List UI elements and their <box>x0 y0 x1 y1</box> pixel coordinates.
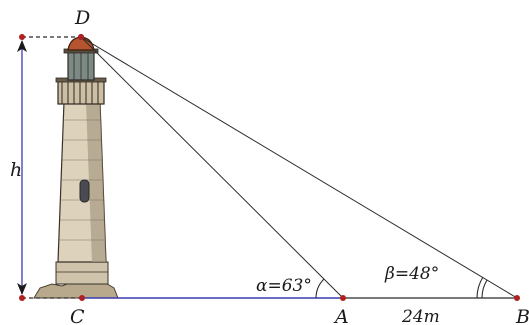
height-top-point <box>19 34 25 40</box>
beta-arc-2 <box>476 276 484 299</box>
label-a: A <box>333 306 349 325</box>
tower-base <box>55 261 109 285</box>
gallery <box>57 79 105 105</box>
label-alpha: α=63° <box>256 276 312 296</box>
label-c: C <box>70 306 85 325</box>
sight-line-da <box>80 36 344 299</box>
point-c <box>79 295 85 301</box>
tower-window <box>79 179 90 203</box>
point-d <box>78 34 84 40</box>
beta-arc-1 <box>481 279 488 299</box>
height-bottom-point <box>19 295 25 301</box>
lighthouse-illustration <box>33 34 119 299</box>
alpha-arc <box>315 278 325 299</box>
label-distance: 24m <box>401 307 440 325</box>
label-b: B <box>515 306 529 325</box>
sight-line-db <box>80 36 518 299</box>
label-beta: β=48° <box>384 264 439 284</box>
height-arrow <box>17 40 27 295</box>
point-b <box>514 295 520 301</box>
point-a <box>340 295 346 301</box>
label-d: D <box>74 7 90 29</box>
label-h: h <box>10 159 22 181</box>
